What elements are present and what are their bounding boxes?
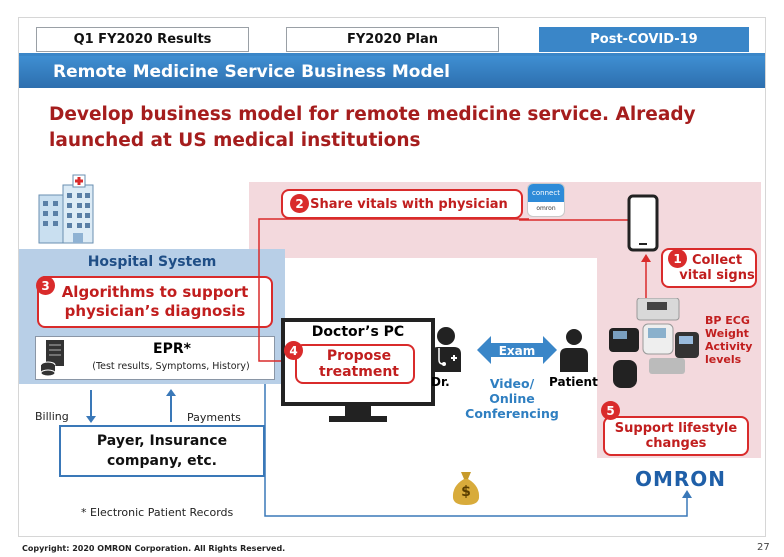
step4-box: Propose treatment xyxy=(295,344,415,384)
billing-payments-arrows xyxy=(86,389,176,423)
server-icon xyxy=(40,340,64,377)
step3-badge: 3 xyxy=(36,276,55,295)
omron-connect-app-icon: connect omron xyxy=(527,183,565,217)
headline: Develop business model for remote medici… xyxy=(49,104,696,151)
phone-to-step2-line xyxy=(519,219,631,221)
hospital-building-icon xyxy=(38,174,94,244)
payer-box: Payer, Insurance company, etc. xyxy=(59,425,265,477)
omron-area-right xyxy=(597,182,761,458)
patient-label: Patient xyxy=(549,375,598,389)
pink-strip xyxy=(249,254,597,258)
connect-badge-top: connect xyxy=(528,184,564,202)
devices-label: BP ECG Weight Activity levels xyxy=(705,314,753,366)
video-conferencing-label: Video/ Online Conferencing xyxy=(465,376,559,421)
money-bag-icon xyxy=(452,472,480,505)
tab-post-covid[interactable]: Post-COVID-19 xyxy=(539,27,749,52)
tab-q1-results[interactable]: Q1 FY2020 Results xyxy=(36,27,249,52)
omron-devices-image xyxy=(609,298,699,388)
patient-icon xyxy=(560,329,588,372)
omron-logo: OMRON xyxy=(635,467,727,491)
step2-label: Share vitals with physician xyxy=(310,196,508,212)
step1-badge: 1 xyxy=(668,249,687,268)
step2-badge: 2 xyxy=(290,194,309,213)
slide-title: Remote Medicine Service Business Model xyxy=(19,56,765,88)
doctor-icon xyxy=(431,327,461,372)
step5-box: Support lifestyle changes xyxy=(603,416,749,456)
connect-badge-bottom: omron xyxy=(536,205,556,212)
doctor-pc-label: Doctor’s PC xyxy=(311,324,405,340)
step3-label: Algorithms to support physician’s diagno… xyxy=(61,283,249,320)
step4-label: Propose treatment xyxy=(319,348,399,380)
hospital-system-title: Hospital System xyxy=(87,254,217,270)
step5-label: Support lifestyle changes xyxy=(614,421,738,451)
step3-box: Algorithms to support physician’s diagno… xyxy=(37,276,273,328)
billing-label: Billing xyxy=(35,410,69,423)
smartphone-icon xyxy=(627,194,659,252)
step5-badge: 5 xyxy=(601,401,620,420)
devices-to-phone-arrow xyxy=(641,254,651,300)
tab-underline xyxy=(19,53,765,56)
payment-flow-line-blue xyxy=(264,384,692,517)
tab-fy2020-plan[interactable]: FY2020 Plan xyxy=(286,27,499,52)
step1-label: Collect vital signs xyxy=(679,253,755,283)
slide-frame: Q1 FY2020 Results FY2020 Plan Post-COVID… xyxy=(18,17,766,537)
step4-badge: 4 xyxy=(284,341,303,360)
step2-box: Share vitals with physician xyxy=(281,189,523,219)
page-number: 27 xyxy=(757,542,770,553)
money-symbol: $ xyxy=(461,484,471,500)
epr-box: EPR* (Test results, Symptoms, History) xyxy=(35,336,275,380)
exam-label: Exam xyxy=(498,344,536,358)
epr-subtitle: (Test results, Symptoms, History) xyxy=(92,361,250,372)
footnote: * Electronic Patient Records xyxy=(81,506,234,519)
copyright: Copyright: 2020 OMRON Corporation. All R… xyxy=(22,544,286,553)
dr-label: Dr. xyxy=(431,375,450,389)
epr-title: EPR* xyxy=(153,341,191,357)
exam-double-arrow xyxy=(477,336,557,364)
payments-label: Payments xyxy=(187,411,241,424)
